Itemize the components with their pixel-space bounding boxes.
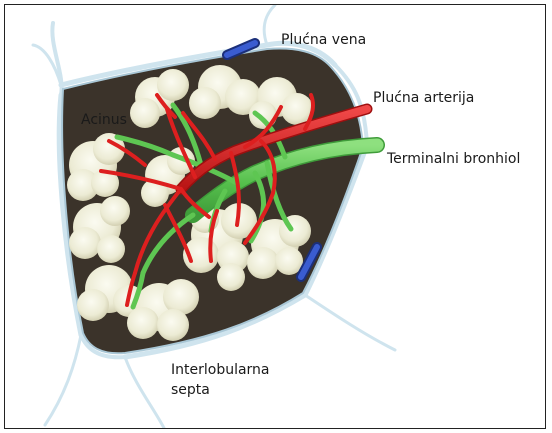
label-acinus: Acinus (81, 111, 127, 129)
label-pulmonary-vein: Plućna vena (281, 31, 366, 49)
label-interlobular-septa: Interlobularna septa (171, 360, 311, 400)
label-terminal-bronchiole: Terminalni bronhiol (387, 150, 520, 168)
diagram-frame: Plućna vena Plućna arterija Terminalni b… (4, 4, 546, 429)
label-pulmonary-artery: Plućna arterija (373, 89, 474, 107)
label-septa-line1: Interlobularna (171, 360, 311, 380)
label-septa-line2: septa (171, 380, 311, 400)
